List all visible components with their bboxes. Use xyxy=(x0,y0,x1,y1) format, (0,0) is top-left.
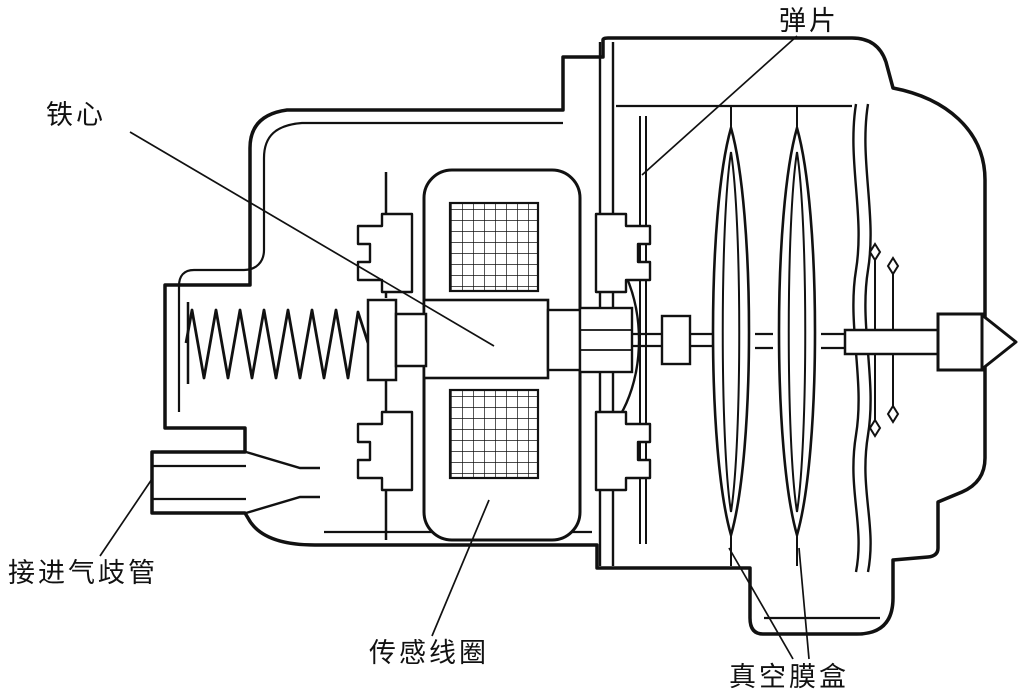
vacuum-capsule-2 xyxy=(777,106,817,566)
vacuum-capsule-1 xyxy=(711,106,751,566)
label-spring-plate: 弹片 xyxy=(779,6,839,37)
iron-core-assembly xyxy=(422,298,714,380)
bolt-bottom-right xyxy=(594,410,652,492)
coil-winding-bottom xyxy=(448,388,540,480)
spring-seat-flange xyxy=(366,298,428,382)
return-spring xyxy=(184,302,370,384)
coil-winding-top xyxy=(448,201,540,293)
bolt-top-right xyxy=(594,212,652,294)
label-vacuum-capsule: 真空膜盒 xyxy=(729,662,849,691)
label-sensing-coil: 传感线圈 xyxy=(369,638,489,669)
leader-iron-core xyxy=(129,131,495,347)
intake-tube xyxy=(152,450,320,515)
output-rod xyxy=(843,312,1018,372)
capsule-link-shafts xyxy=(755,332,845,350)
rod-tip xyxy=(980,313,1018,371)
bolt-bottom-left xyxy=(356,410,414,492)
leader-intake-manifold xyxy=(99,478,153,557)
leader-vacuum-capsule-1 xyxy=(728,547,794,660)
label-iron-core: 铁心 xyxy=(46,100,106,131)
leader-vacuum-capsule-2 xyxy=(798,547,810,660)
leader-sensing-coil xyxy=(431,499,490,637)
housing-inner-wall-top-left xyxy=(177,121,563,412)
bolt-top-left xyxy=(356,212,414,294)
label-intake-manifold: 接进气歧管 xyxy=(8,558,158,589)
leader-lines xyxy=(99,35,810,660)
mounting-bolts xyxy=(356,212,652,492)
leader-spring-plate xyxy=(641,35,798,176)
